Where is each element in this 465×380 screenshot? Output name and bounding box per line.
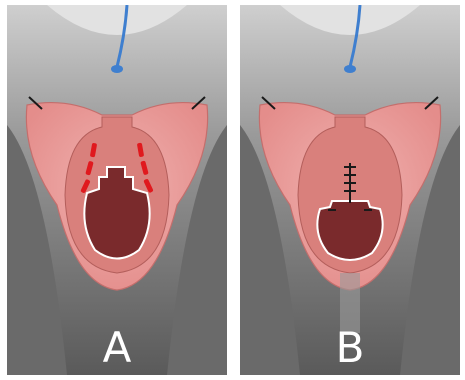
panel-a-illustration bbox=[7, 5, 227, 375]
urethral-opening bbox=[111, 65, 123, 73]
vaginal-cavity-closed bbox=[317, 201, 382, 260]
panel-label-a: A bbox=[7, 323, 227, 372]
panel-b-illustration bbox=[240, 5, 460, 375]
panel-label-b: B bbox=[240, 323, 460, 372]
panel-a: A bbox=[7, 5, 227, 375]
urethral-opening bbox=[344, 65, 356, 73]
panel-b: B bbox=[240, 5, 460, 375]
